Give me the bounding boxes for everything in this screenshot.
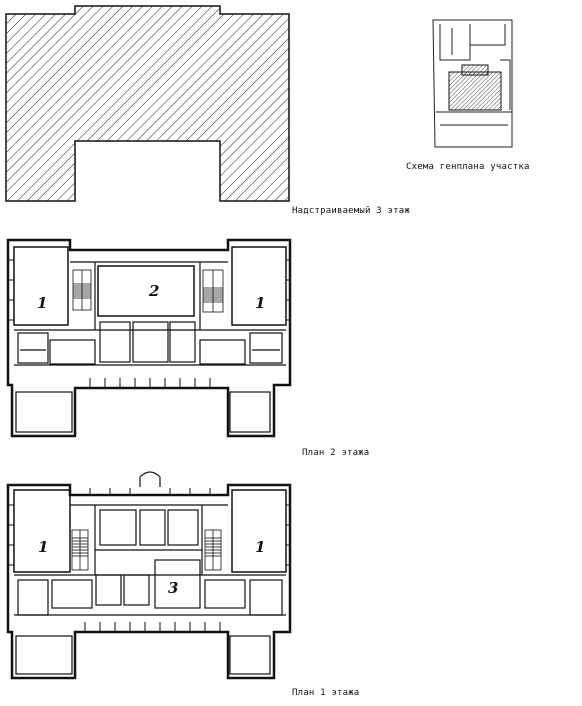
caption-floor3: Надстраиваемый 3 этаж — [292, 206, 410, 216]
floor3-plan — [5, 5, 290, 202]
room-number-f2-right: 1 — [255, 294, 265, 312]
room-number-f1-right: 1 — [255, 538, 265, 556]
floor2-plan — [6, 238, 292, 438]
site-plan-scheme — [432, 19, 513, 148]
room-number-f2-left: 1 — [37, 294, 47, 312]
caption-site-plan: Схема генплана участка — [406, 162, 530, 172]
room-number-f1-left: 1 — [38, 538, 48, 556]
room-number-f1-center: 3 — [168, 579, 178, 597]
caption-floor1: План 1 этажа — [292, 688, 360, 698]
caption-floor2: План 2 этажа — [302, 448, 370, 458]
floor1-plan — [6, 471, 292, 680]
room-number-f2-center: 2 — [148, 282, 159, 300]
